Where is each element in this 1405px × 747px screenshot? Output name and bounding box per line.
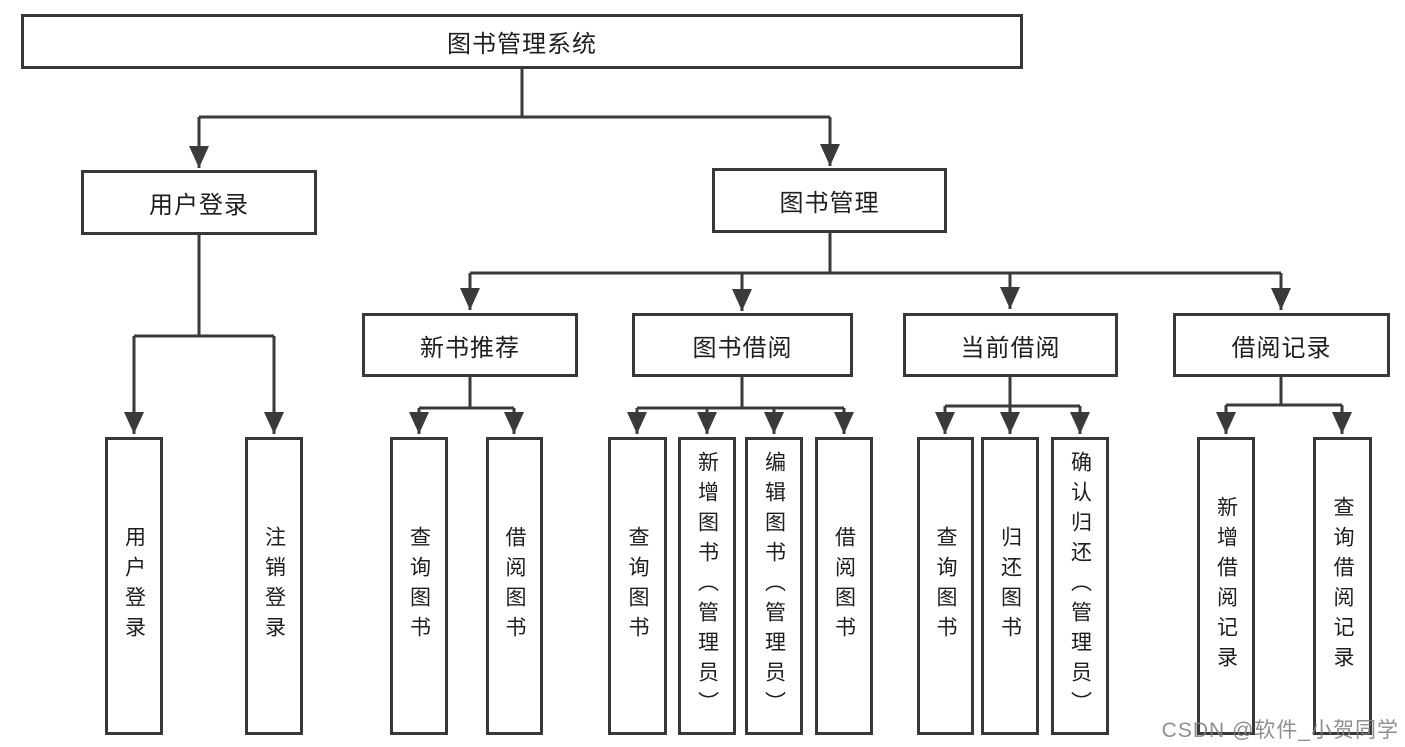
node-label: 新增借阅记录 (1214, 496, 1238, 676)
node-label: 查询图书 (626, 526, 649, 646)
node-borrowing-records: 借阅记录 (1173, 313, 1390, 377)
node-leaf-current-query-books: 查询图书 (917, 437, 974, 735)
node-leaf-borrowing-query-books: 查询图书 (608, 437, 667, 735)
node-label: 借阅图书 (503, 526, 526, 646)
node-book-borrowing: 图书借阅 (632, 313, 853, 377)
node-label: 图书管理系统 (447, 31, 597, 58)
node-label: 借阅记录 (1231, 334, 1332, 362)
csdn-watermark: CSDN @软件_小贺同学 (1161, 719, 1399, 742)
node-leaf-current-return-books: 归还图书 (981, 437, 1039, 735)
node-label: 当前借阅 (960, 334, 1061, 362)
node-leaf-records-add-borrow-record: 新增借阅记录 (1197, 437, 1255, 735)
node-leaf-recommend-borrow-books: 借阅图书 (486, 437, 543, 735)
node-leaf-logout: 注销登录 (245, 437, 303, 735)
node-book-management-branch: 图书管理 (712, 168, 947, 233)
node-leaf-borrowing-borrow-books: 借阅图书 (815, 437, 873, 735)
node-current-borrowing: 当前借阅 (903, 313, 1118, 377)
node-leaf-current-confirm-return-admin: 确认归还（管理员） (1051, 437, 1109, 735)
node-label: 新增图书（管理员） (695, 451, 719, 721)
node-label: 查询图书 (407, 526, 431, 646)
node-leaf-records-query-borrow-record: 查询借阅记录 (1313, 437, 1372, 735)
node-label: 确认归还（管理员） (1068, 451, 1092, 721)
node-leaf-recommend-query-books: 查询图书 (390, 437, 448, 735)
node-new-book-recommendation: 新书推荐 (362, 313, 578, 377)
node-leaf-borrowing-add-books-admin: 新增图书（管理员） (678, 437, 736, 735)
node-user-login-branch: 用户登录 (81, 170, 317, 235)
node-label: 图书管理 (779, 190, 880, 217)
node-label: 借阅图书 (832, 526, 856, 646)
node-label: 查询图书 (934, 526, 957, 646)
node-leaf-user-login: 用户登录 (105, 437, 163, 735)
node-leaf-borrowing-edit-books-admin: 编辑图书（管理员） (745, 437, 803, 735)
node-label: 用户登录 (122, 526, 146, 646)
node-label: 新书推荐 (420, 334, 520, 362)
node-label: 用户登录 (149, 192, 249, 219)
node-label: 图书借阅 (692, 334, 793, 362)
node-label: 注销登录 (262, 526, 286, 646)
node-label: 归还图书 (998, 526, 1022, 646)
node-label: 编辑图书（管理员） (762, 451, 786, 721)
node-library-management-system: 图书管理系统 (21, 14, 1023, 69)
node-label: 查询借阅记录 (1331, 496, 1354, 676)
